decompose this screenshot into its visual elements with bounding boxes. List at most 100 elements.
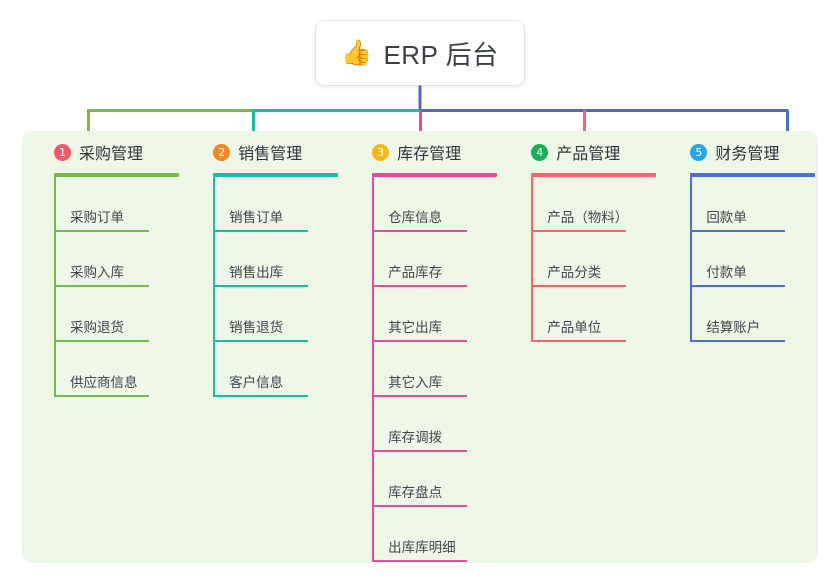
leaf-item[interactable]: 库存调拨 [372, 397, 514, 452]
column-title: 销售管理 [238, 146, 303, 163]
leaf-item-label: 库存盘点 [388, 485, 443, 500]
leaf-item-label: 结算账户 [706, 320, 761, 335]
column-items: 产品（物料） 产品分类产品单位 [515, 177, 673, 342]
leaf-item-label: 客户信息 [229, 375, 284, 390]
leaf-item[interactable]: 出库库明细 [372, 507, 514, 562]
leaf-item-rule [372, 230, 468, 232]
column-header-rule [690, 173, 816, 177]
leaf-item-rule [54, 395, 149, 397]
root-title: ERP 后台 [383, 39, 499, 70]
column-spine [690, 177, 693, 342]
leaf-item[interactable]: 销售退货 [213, 287, 355, 342]
leaf-item-rule [213, 395, 309, 397]
leaf-item-rule [372, 560, 468, 562]
leaf-item-rule [690, 340, 786, 342]
column-badge-icon: 5 [690, 143, 708, 161]
column-5: 5 财务管理回款单付款单结算账户 [674, 131, 818, 563]
column-header-rule [54, 173, 179, 177]
leaf-item[interactable]: 结算账户 [690, 287, 818, 342]
leaf-item[interactable]: 采购入库 [54, 232, 196, 287]
leaf-item[interactable]: 付款单 [690, 232, 818, 287]
leaf-item-label: 采购订单 [70, 210, 124, 225]
leaf-item[interactable]: 产品库存 [372, 232, 514, 287]
leaf-item-rule [213, 230, 309, 232]
leaf-item-rule [54, 285, 149, 287]
leaf-item-rule [690, 285, 786, 287]
leaf-item[interactable]: 库存盘点 [372, 452, 514, 507]
column-title: 库存管理 [397, 146, 462, 163]
column-header-1[interactable]: 1 采购管理 [38, 131, 196, 173]
column-badge-icon: 3 [372, 143, 390, 161]
leaf-item[interactable]: 其它出库 [372, 287, 514, 342]
leaf-item[interactable]: 销售出库 [213, 232, 355, 287]
columns-container: 1 采购管理采购订单采购入库采购退货供应商信息 2 销售管理销售订单销售出库销售退货客… [22, 131, 818, 563]
column-header-rule [213, 173, 339, 177]
column-title: 财务管理 [715, 146, 780, 163]
columns-panel [22, 131, 818, 563]
root-node[interactable]: 👍 ERP 后台 [316, 21, 524, 85]
leaf-item-label: 其它入库 [388, 375, 443, 390]
leaf-item-rule [372, 450, 468, 452]
thumbs-up-icon: 👍 [341, 38, 373, 67]
column-1: 1 采购管理采购订单采购入库采购退货供应商信息 [38, 131, 196, 563]
leaf-item-label: 销售订单 [229, 210, 284, 225]
root-node-content: 👍 ERP 后台 [341, 35, 498, 72]
leaf-item[interactable]: 采购订单 [54, 177, 196, 232]
column-header-3[interactable]: 3 库存管理 [356, 131, 514, 173]
leaf-item-label: 产品（物料） [547, 210, 629, 225]
column-title: 采购管理 [79, 146, 144, 163]
column-spine [372, 177, 375, 562]
column-badge-icon: 4 [531, 143, 549, 161]
column-title: 产品管理 [556, 146, 621, 163]
column-badge-icon: 1 [54, 143, 71, 161]
leaf-item-rule [690, 230, 786, 232]
column-header-5[interactable]: 5 财务管理 [674, 131, 818, 173]
leaf-item-label: 产品库存 [388, 265, 443, 280]
leaf-item-rule [54, 230, 149, 232]
leaf-item-rule [531, 285, 627, 287]
leaf-item-rule [372, 340, 468, 342]
column-3: 3 库存管理仓库信息产品库存其它出库其它入库库存调拨库存盘点出库库明细 [356, 131, 514, 563]
column-header-4[interactable]: 4 产品管理 [515, 131, 673, 173]
leaf-item[interactable]: 客户信息 [213, 342, 355, 397]
column-items: 仓库信息产品库存其它出库其它入库库存调拨库存盘点出库库明细 [356, 177, 514, 562]
leaf-item-label: 销售退货 [229, 320, 284, 335]
column-spine [213, 177, 216, 397]
leaf-item-label: 库存调拨 [388, 430, 443, 445]
leaf-item[interactable]: 供应商信息 [54, 342, 196, 397]
column-header-rule [531, 173, 657, 177]
leaf-item[interactable]: 回款单 [690, 177, 818, 232]
leaf-item-label: 付款单 [706, 265, 747, 280]
leaf-item[interactable]: 产品（物料） [531, 177, 673, 232]
leaf-item-label: 采购入库 [70, 265, 124, 280]
leaf-item-rule [54, 340, 149, 342]
leaf-item-label: 回款单 [706, 210, 747, 225]
column-items: 回款单付款单结算账户 [674, 177, 818, 342]
leaf-item-rule [213, 340, 309, 342]
leaf-item-rule [372, 395, 468, 397]
column-header-2[interactable]: 2 销售管理 [197, 131, 355, 173]
leaf-item[interactable]: 产品分类 [531, 232, 673, 287]
leaf-item-rule [372, 285, 468, 287]
leaf-item-rule [372, 505, 468, 507]
column-spine [531, 177, 534, 342]
leaf-item-label: 出库库明细 [388, 540, 456, 555]
leaf-item-label: 其它出库 [388, 320, 443, 335]
leaf-item[interactable]: 销售订单 [213, 177, 355, 232]
column-header-rule [372, 173, 498, 177]
leaf-item-label: 销售出库 [229, 265, 284, 280]
leaf-item[interactable]: 仓库信息 [372, 177, 514, 232]
leaf-item-rule [531, 340, 627, 342]
leaf-item[interactable]: 采购退货 [54, 287, 196, 342]
leaf-item[interactable]: 其它入库 [372, 342, 514, 397]
leaf-item[interactable]: 产品单位 [531, 287, 673, 342]
leaf-item-label: 产品分类 [547, 265, 602, 280]
column-items: 采购订单采购入库采购退货供应商信息 [38, 177, 196, 397]
leaf-item-rule [213, 285, 309, 287]
column-4: 4 产品管理产品（物料） 产品分类产品单位 [515, 131, 673, 563]
column-items: 销售订单销售出库销售退货客户信息 [197, 177, 355, 397]
column-badge-icon: 2 [213, 143, 231, 161]
column-spine [54, 177, 56, 397]
leaf-item-label: 采购退货 [70, 320, 124, 335]
